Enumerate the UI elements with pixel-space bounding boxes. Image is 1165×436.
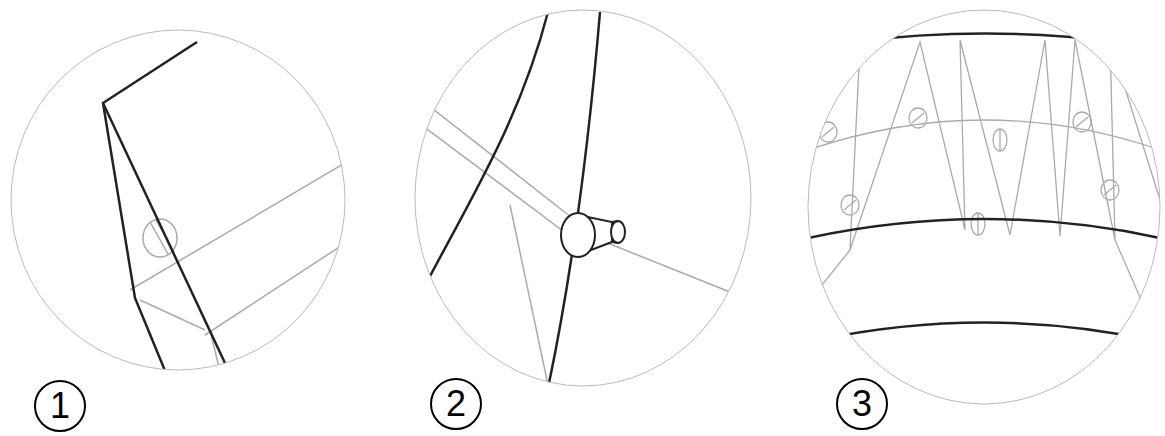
detail-circle xyxy=(11,30,345,370)
callout-text: 1 xyxy=(50,388,70,424)
detail-circle xyxy=(415,10,751,386)
detail-circle xyxy=(808,10,1160,404)
callout-number: 2 xyxy=(430,378,482,430)
callout-text: 3 xyxy=(852,386,872,422)
callout-text: 2 xyxy=(446,386,466,422)
callout-number: 1 xyxy=(34,380,86,432)
callout-number: 3 xyxy=(836,378,888,430)
screw-heads xyxy=(819,108,1119,235)
detail-three-drawing xyxy=(808,34,1160,341)
detail-one-drawing xyxy=(103,42,350,380)
